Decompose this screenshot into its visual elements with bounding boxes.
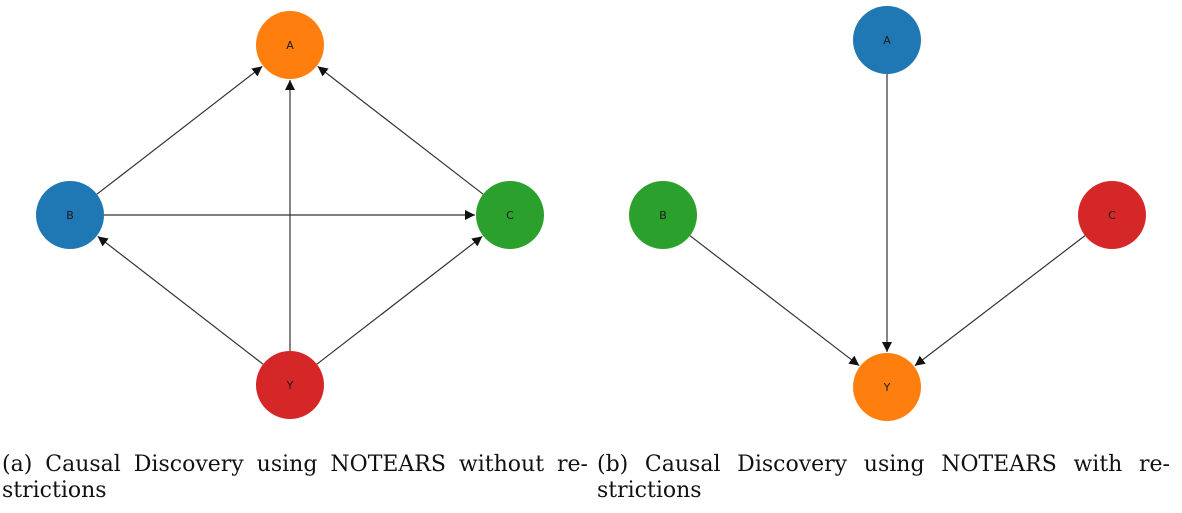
node-label-b-c: C	[1108, 209, 1116, 222]
node-a-y	[256, 351, 324, 419]
edge-a-y-to-b	[97, 235, 264, 365]
node-a-c	[476, 181, 544, 249]
node-b-a	[853, 6, 921, 74]
edge-a-y-to-c	[316, 235, 483, 365]
causal-graph-figure: A B C Y A B C Y	[36, 6, 1146, 421]
edge-b-c-to-y	[914, 235, 1086, 367]
node-label-a-b: B	[66, 209, 74, 222]
edge-a-b-to-a	[96, 65, 263, 195]
graph-panel-b: A B C Y	[629, 6, 1146, 421]
node-b-b	[629, 181, 697, 249]
node-a-b	[36, 181, 104, 249]
node-label-a-y: Y	[286, 379, 294, 392]
node-b-c	[1078, 181, 1146, 249]
node-label-a-a: A	[286, 39, 294, 52]
node-b-y	[853, 353, 921, 421]
node-label-a-c: C	[506, 209, 514, 222]
node-label-b-y: Y	[883, 381, 891, 394]
graph-panel-a: A B C Y	[36, 11, 544, 419]
node-label-b-a: A	[883, 34, 891, 47]
node-a-a	[256, 11, 324, 79]
edge-b-b-to-y	[689, 235, 860, 367]
node-label-b-b: B	[659, 209, 667, 222]
edge-a-c-to-a	[317, 65, 484, 195]
caption-panel-b: (b) Causal Discovery using NOTEARS with …	[597, 452, 1170, 503]
caption-panel-a: (a) Causal Discovery using NOTEARS witho…	[2, 452, 588, 503]
